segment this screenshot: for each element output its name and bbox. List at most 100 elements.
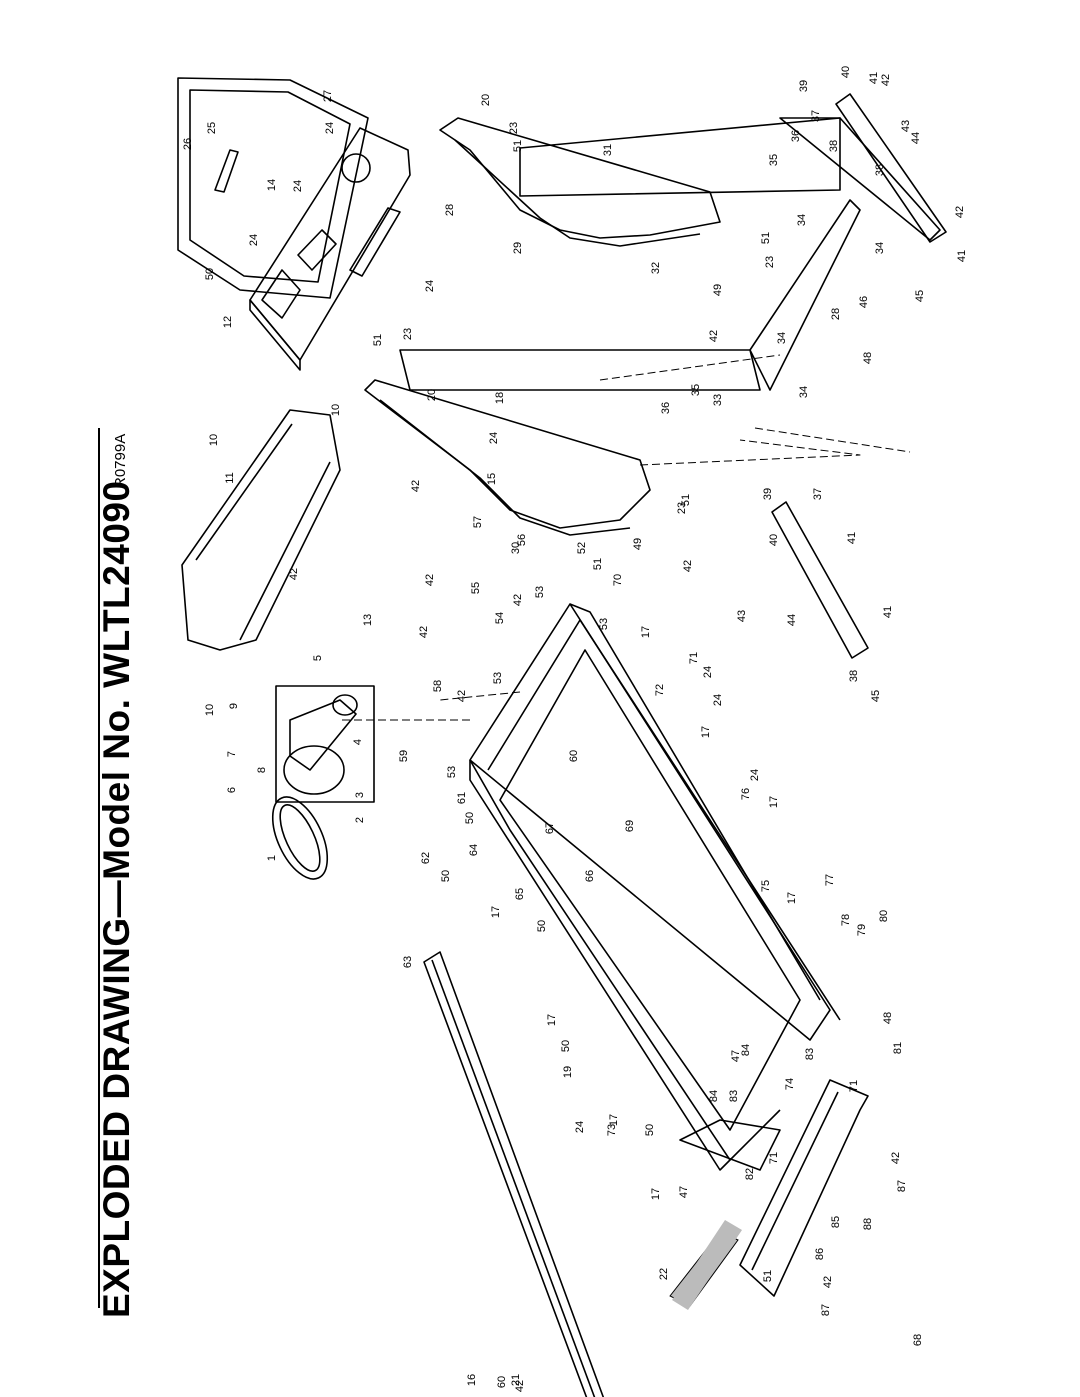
part-label: 34 bbox=[874, 242, 886, 254]
part-label: 49 bbox=[632, 538, 644, 550]
part-label: 4 bbox=[352, 739, 364, 745]
part-labels: 1234567891010101112131415161717171717171… bbox=[182, 66, 968, 1392]
part-label: 2 bbox=[354, 817, 366, 823]
part-label: 53 bbox=[598, 618, 610, 630]
part-label: 41 bbox=[846, 532, 858, 544]
part-label: 61 bbox=[456, 792, 468, 804]
part-label: 62 bbox=[420, 852, 432, 864]
part-label: 76 bbox=[740, 788, 752, 800]
title-underline bbox=[98, 428, 100, 1308]
part-label: 46 bbox=[858, 296, 870, 308]
part-label: 21 bbox=[510, 1374, 522, 1386]
part-label: 42 bbox=[822, 1276, 834, 1288]
part-label: 14 bbox=[266, 179, 278, 191]
part-label: 88 bbox=[862, 1218, 874, 1230]
part-label: 51 bbox=[680, 494, 692, 506]
part-label: 15 bbox=[486, 473, 498, 485]
part-label: 52 bbox=[576, 542, 588, 554]
part-label: 50 bbox=[464, 812, 476, 824]
part-label: 57 bbox=[472, 516, 484, 528]
console bbox=[249, 127, 411, 371]
part-label: 68 bbox=[912, 1334, 924, 1346]
part-label: 51 bbox=[372, 334, 384, 346]
part-label: 24 bbox=[324, 122, 336, 134]
part-label: 86 bbox=[814, 1248, 826, 1260]
part-label: 51 bbox=[512, 140, 524, 152]
part-label: 8 bbox=[256, 767, 268, 773]
part-label: 84 bbox=[708, 1090, 720, 1102]
part-label: 83 bbox=[804, 1048, 816, 1060]
part-label: 50 bbox=[644, 1124, 656, 1136]
part-label: 10 bbox=[208, 434, 220, 446]
part-label: 39 bbox=[798, 80, 810, 92]
part-label: 55 bbox=[470, 582, 482, 594]
part-label: 24 bbox=[292, 180, 304, 192]
part-label: 41 bbox=[868, 72, 880, 84]
part-label: 51 bbox=[760, 232, 772, 244]
part-label: 38 bbox=[874, 164, 886, 176]
part-label: 47 bbox=[730, 1050, 742, 1062]
part-label: 75 bbox=[760, 880, 772, 892]
part-label: 42 bbox=[880, 74, 892, 86]
part-label: 38 bbox=[848, 670, 860, 682]
part-label: 24 bbox=[712, 694, 724, 706]
part-label: 17 bbox=[546, 1014, 558, 1026]
rear-frame bbox=[739, 1079, 869, 1297]
part-label: 47 bbox=[678, 1186, 690, 1198]
part-label: 51 bbox=[592, 558, 604, 570]
part-label: 20 bbox=[480, 94, 492, 106]
part-label: 53 bbox=[446, 766, 458, 778]
deck-frame bbox=[469, 603, 841, 1171]
part-label: 81 bbox=[892, 1042, 904, 1054]
part-label: 28 bbox=[444, 204, 456, 216]
part-label: 70 bbox=[612, 574, 624, 586]
part-label: 20 bbox=[426, 389, 438, 401]
part-label: 1 bbox=[266, 855, 278, 861]
drive-belt bbox=[271, 796, 329, 880]
part-label: 56 bbox=[516, 534, 528, 546]
part-label: 34 bbox=[798, 386, 810, 398]
motor-hood bbox=[181, 409, 341, 651]
part-label: 53 bbox=[492, 672, 504, 684]
part-label: 42 bbox=[514, 1380, 526, 1392]
part-label: 17 bbox=[786, 892, 798, 904]
part-label: 66 bbox=[584, 870, 596, 882]
part-label: 23 bbox=[676, 502, 688, 514]
part-label: 42 bbox=[424, 574, 436, 586]
part-label: 28 bbox=[830, 308, 842, 320]
part-label: 32 bbox=[650, 262, 662, 274]
part-label: 9 bbox=[228, 703, 240, 709]
front-base bbox=[771, 93, 947, 659]
part-label: 50 bbox=[204, 268, 216, 280]
part-label: 74 bbox=[784, 1078, 796, 1090]
part-label: 73 bbox=[606, 1124, 618, 1136]
part-label: 48 bbox=[882, 1012, 894, 1024]
part-label: 3 bbox=[354, 792, 366, 798]
part-label: 63 bbox=[402, 956, 414, 968]
guard-plate-fill bbox=[672, 1220, 742, 1310]
part-label: 37 bbox=[810, 110, 822, 122]
part-label: 29 bbox=[512, 242, 524, 254]
part-label: 22 bbox=[658, 1268, 670, 1280]
part-label: 24 bbox=[248, 234, 260, 246]
part-label: 42 bbox=[410, 480, 422, 492]
part-label: 17 bbox=[768, 796, 780, 808]
part-label: 44 bbox=[786, 614, 798, 626]
part-label: 10 bbox=[330, 404, 342, 416]
part-label: 43 bbox=[900, 120, 912, 132]
part-label: 59 bbox=[398, 750, 410, 762]
part-label: 35 bbox=[690, 384, 702, 396]
part-label: 33 bbox=[712, 394, 724, 406]
part-label: 77 bbox=[824, 874, 836, 886]
part-label: 51 bbox=[762, 1270, 774, 1282]
part-label: 65 bbox=[514, 888, 526, 900]
part-label: 50 bbox=[536, 920, 548, 932]
part-label: 36 bbox=[790, 130, 802, 142]
part-label: 69 bbox=[624, 820, 636, 832]
side-rail bbox=[423, 951, 605, 1397]
part-label: 78 bbox=[840, 914, 852, 926]
part-label: 45 bbox=[914, 290, 926, 302]
part-label: 42 bbox=[418, 626, 430, 638]
part-label: 87 bbox=[896, 1180, 908, 1192]
